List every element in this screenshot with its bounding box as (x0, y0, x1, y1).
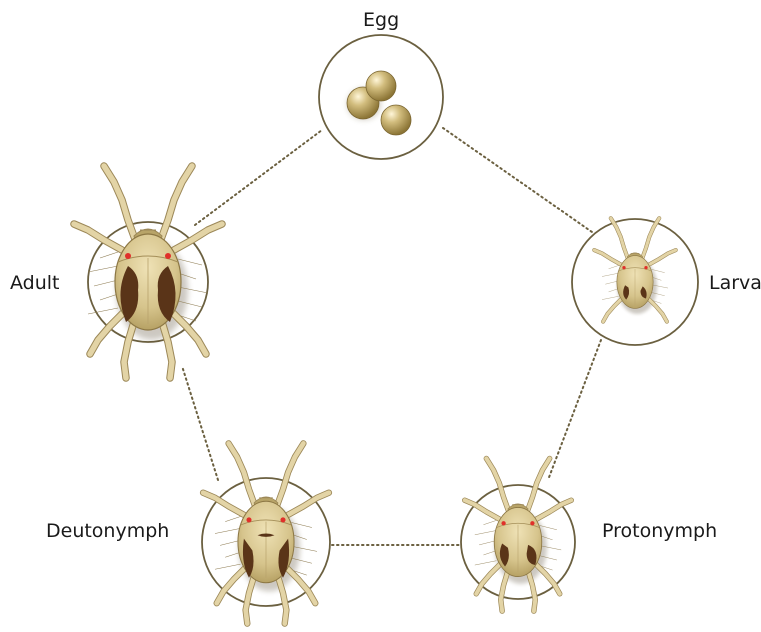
egg-3 (381, 105, 411, 135)
label-larva: Larva (709, 272, 761, 294)
label-protonymph: Protonymph (602, 520, 717, 542)
connector-adult-egg (195, 130, 322, 225)
connector-deutonymph-adult (182, 366, 218, 480)
connector-egg-larva (443, 128, 592, 232)
label-adult: Adult (10, 272, 60, 294)
egg-2 (366, 71, 396, 101)
connector-larva-protonymph (548, 340, 601, 480)
label-egg: Egg (363, 9, 399, 31)
label-deutonymph: Deutonymph (46, 520, 169, 542)
